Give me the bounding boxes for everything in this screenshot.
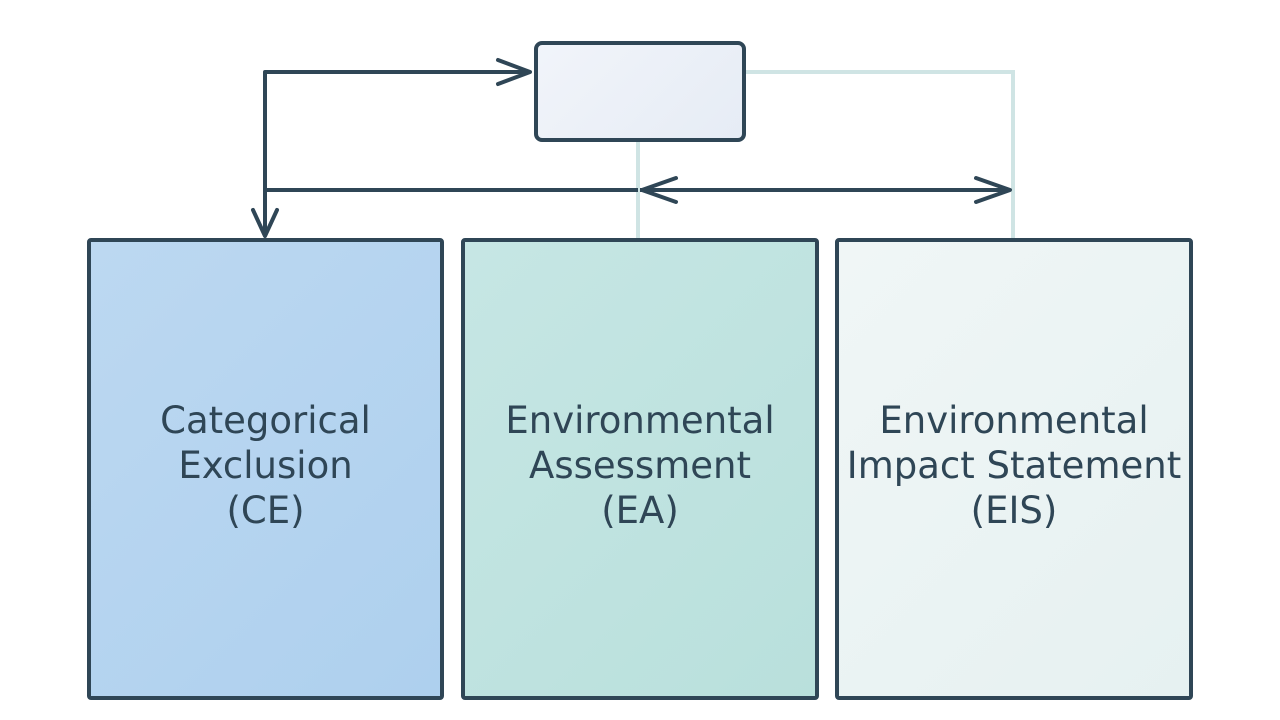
connector-ce-to-top bbox=[263, 70, 528, 190]
top-decision-node bbox=[534, 41, 746, 142]
arrowhead-left bbox=[640, 176, 678, 204]
eis-label-line-1: Environmental bbox=[879, 398, 1149, 442]
connector-bar-to-ce bbox=[263, 188, 638, 234]
eis-label-line-3: (EIS) bbox=[970, 488, 1058, 532]
ea-label-line-3: (EA) bbox=[601, 488, 679, 532]
arrowhead-into-ce bbox=[251, 208, 279, 238]
ce-label-line-1: Categorical bbox=[160, 398, 371, 442]
environmental-assessment-label: Environmental Assessment (EA) bbox=[505, 398, 774, 533]
arrowhead-into-top-node bbox=[496, 58, 532, 86]
ce-label-line-2: Exclusion bbox=[178, 443, 353, 487]
faint-connector-top-to-eis bbox=[746, 70, 1015, 238]
ea-label-line-2: Assessment bbox=[529, 443, 751, 487]
ce-label-line-3: (CE) bbox=[226, 488, 305, 532]
arrowhead-right bbox=[974, 176, 1012, 204]
ea-label-line-1: Environmental bbox=[505, 398, 775, 442]
categorical-exclusion-box: Categorical Exclusion (CE) bbox=[87, 238, 444, 700]
environmental-assessment-box: Environmental Assessment (EA) bbox=[461, 238, 819, 700]
eis-label-line-2: Impact Statement bbox=[846, 443, 1182, 487]
environmental-impact-statement-box: Environmental Impact Statement (EIS) bbox=[835, 238, 1193, 700]
environmental-impact-statement-label: Environmental Impact Statement (EIS) bbox=[847, 398, 1181, 533]
categorical-exclusion-label: Categorical Exclusion (CE) bbox=[160, 398, 371, 533]
